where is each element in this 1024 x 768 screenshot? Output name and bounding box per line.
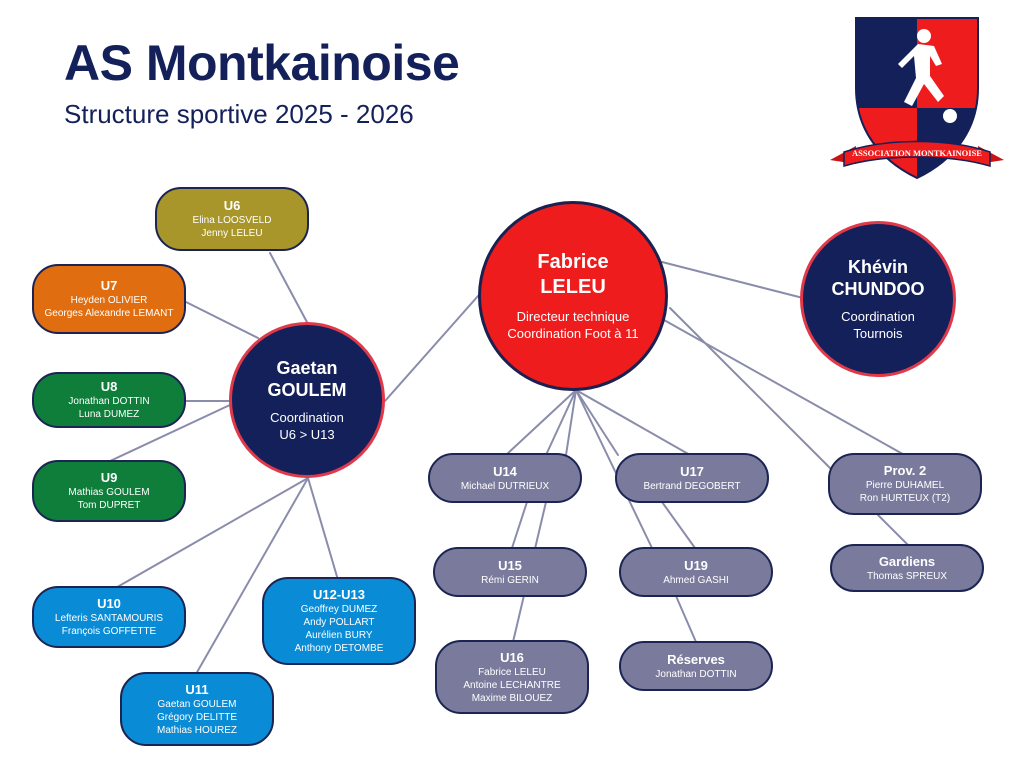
node-u14: U14 Michael DUTRIEUX xyxy=(428,453,582,503)
page-title: AS Montkainoise xyxy=(64,35,460,91)
node-u8-title: U8 xyxy=(100,379,118,394)
node-u7: U7 Heyden OLIVIER Georges Alexandre LEMA… xyxy=(32,264,186,334)
node-fabrice-leleu: Fabrice LELEU Directeur technique Coordi… xyxy=(478,201,668,391)
footballer-icon xyxy=(898,29,957,123)
node-u16-title: U16 xyxy=(500,649,524,665)
link-gaetan-u9 xyxy=(107,403,233,463)
node-reserves: Réserves Jonathan DOTTIN xyxy=(619,641,773,691)
link-gaetan-u10 xyxy=(111,477,309,591)
node-u7-staff: Heyden OLIVIER Georges Alexandre LEMANT xyxy=(44,295,174,319)
link-fabrice-u17 xyxy=(575,389,691,456)
node-u12-u13: U12-U13 Geoffrey DUMEZ Andy POLLART Auré… xyxy=(262,577,416,665)
node-u9-title: U9 xyxy=(100,470,118,485)
node-u19-staff: Ahmed GASHI xyxy=(663,574,729,586)
link-fabrice-u16 xyxy=(565,389,577,456)
link-u19-reserves xyxy=(675,595,697,643)
node-u17-title: U17 xyxy=(680,463,704,479)
node-gaetan-goulem: Gaetan GOULEM Coordination U6 > U13 xyxy=(229,322,385,478)
node-gaetan-name: Gaetan GOULEM xyxy=(267,358,347,400)
node-prov2-staff: Pierre DUHAMEL Ron HURTEUX (T2) xyxy=(859,480,951,504)
node-gaetan-role: Coordination U6 > U13 xyxy=(270,410,344,442)
node-u16: U16 Fabrice LELEU Antoine LECHANTRE Maxi… xyxy=(435,640,589,714)
link-fabrice-reserves xyxy=(575,389,619,456)
link-fabrice-gaetan xyxy=(384,295,479,402)
node-fabrice-role: Directeur technique Coordination Foot à … xyxy=(507,309,639,341)
link-fabrice-gardiens xyxy=(663,319,909,458)
node-u15: U15 Rémi GERIN xyxy=(433,547,587,597)
node-reserves-title: Réserves xyxy=(667,651,725,667)
link-gaetan-u1213 xyxy=(307,477,339,581)
node-u10: U10 Lefteris SANTAMOURIS François GOFFET… xyxy=(32,586,186,648)
link-prov2-gardiens xyxy=(877,514,909,546)
node-khevin-role: Coordination Tournois xyxy=(841,309,915,341)
link-gaetan-u6 xyxy=(269,252,309,325)
node-prov2: Prov. 2 Pierre DUHAMEL Ron HURTEUX (T2) xyxy=(828,453,982,515)
node-prov2-title: Prov. 2 xyxy=(883,463,927,478)
node-u19-title: U19 xyxy=(684,557,708,573)
node-gardiens-title: Gardiens xyxy=(878,553,936,569)
node-u14-title: U14 xyxy=(493,463,517,479)
link-fabrice-prov2 xyxy=(669,307,833,471)
node-fabrice-name: Fabrice LELEU xyxy=(537,251,609,298)
node-u6: U6 Elina LOOSVELD Jenny LELEU xyxy=(155,187,309,251)
link-u17-u19 xyxy=(661,501,696,549)
node-u12-u13-title: U12-U13 xyxy=(312,587,366,602)
node-gardiens-staff: Thomas SPREUX xyxy=(866,570,948,582)
node-u7-title: U7 xyxy=(100,278,118,293)
link-fabrice-u14 xyxy=(505,389,577,456)
node-u15-title: U15 xyxy=(498,557,522,573)
node-u8: U8 Jonathan DOTTIN Luna DUMEZ xyxy=(32,372,186,428)
node-u11-title: U11 xyxy=(185,681,209,697)
node-u17: U17 Bertrand DEGOBERT xyxy=(615,453,769,503)
link-gaetan-u7 xyxy=(185,301,259,339)
node-u9-staff: Mathias GOULEM Tom DUPRET xyxy=(68,487,150,511)
node-u16-staff: Fabrice LELEU Antoine LECHANTRE Maxime B… xyxy=(463,666,561,704)
node-u11: U11 Gaetan GOULEM Grégory DELITTE Mathia… xyxy=(120,672,274,746)
logo-ribbon: ASSOCIATION MONTKAINOISE xyxy=(830,140,1004,167)
node-u6-staff: Elina LOOSVELD Jenny LELEU xyxy=(192,215,272,239)
link-fabrice-u19 xyxy=(575,389,653,549)
page-subtitle: Structure sportive 2025 - 2026 xyxy=(64,99,414,129)
node-u19: U19 Ahmed GASHI xyxy=(619,547,773,597)
logo-text: ASSOCIATION MONTKAINOISE xyxy=(852,148,982,158)
node-u14-staff: Michael DUTRIEUX xyxy=(460,480,550,492)
link-u14-u15 xyxy=(511,501,528,549)
node-gardiens: Gardiens Thomas SPREUX xyxy=(830,544,984,592)
node-khevin-chundoo: Khévin CHUNDOO Coordination Tournois xyxy=(800,221,956,377)
node-u17-staff: Bertrand DEGOBERT xyxy=(643,480,741,492)
link-fabrice-u15 xyxy=(545,389,577,456)
node-reserves-staff: Jonathan DOTTIN xyxy=(655,668,737,680)
club-logo: ASSOCIATION MONTKAINOISE xyxy=(830,17,1004,180)
link-fabrice-khevin xyxy=(661,261,804,299)
node-u10-title: U10 xyxy=(97,596,121,611)
node-khevin-name: Khévin CHUNDOO xyxy=(831,257,925,299)
node-u12-u13-staff: Geoffrey DUMEZ Andy POLLART Aurélien BUR… xyxy=(294,604,384,654)
node-u15-staff: Rémi GERIN xyxy=(481,574,539,586)
node-u9: U9 Mathias GOULEM Tom DUPRET xyxy=(32,460,186,522)
link-gaetan-u11 xyxy=(195,477,309,675)
node-u8-staff: Jonathan DOTTIN Luna DUMEZ xyxy=(68,396,150,420)
node-u6-title: U6 xyxy=(223,198,241,213)
node-u10-staff: Lefteris SANTAMOURIS François GOFFETTE xyxy=(54,613,164,637)
node-u11-staff: Gaetan GOULEM Grégory DELITTE Mathias HO… xyxy=(156,698,238,736)
